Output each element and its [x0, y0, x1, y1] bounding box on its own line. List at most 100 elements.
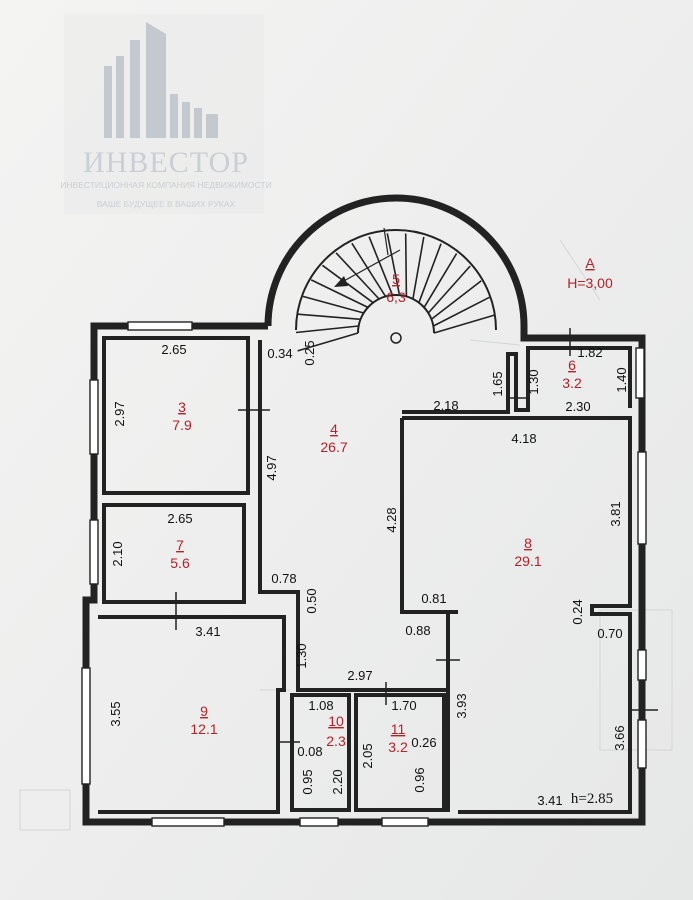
wall-room-6: [402, 346, 632, 414]
dim-room9-height: 3.55: [108, 701, 123, 726]
stair-outer-edge: [295, 229, 497, 331]
room-10-area: 2.3: [326, 733, 346, 749]
room-5-area: 6,3: [386, 289, 406, 305]
wall-room-8-right: [402, 416, 632, 814]
wall-room-11: [354, 693, 446, 812]
room-8-area: 29.1: [514, 553, 541, 569]
stair-outer-wall: [264, 194, 528, 327]
stair-tread: [321, 264, 374, 304]
exterior-walls: [82, 322, 646, 826]
wall-hall-left: [258, 340, 446, 692]
dim-366: 3.66: [612, 725, 627, 750]
watermark-logo: ИНВЕСТОР ИНВЕСТИЦИОННАЯ КОМПАНИЯ НЕДВИЖИ…: [60, 14, 272, 214]
dim-341-room8: 3.41: [537, 793, 562, 808]
stair-tread: [368, 236, 394, 296]
watermark-title: ИНВЕСТОР: [83, 146, 249, 179]
stair-tread: [418, 243, 442, 303]
dimension-labels: 2.65 2.97 2.65 2.10 3.41 3.55 0.34 0.25 …: [108, 340, 629, 808]
dim-room3-width: 2.65: [161, 342, 186, 357]
stair-arrow-icon: [334, 276, 348, 287]
dim-095: 0.95: [300, 769, 315, 794]
dim-170: 1.70: [391, 698, 416, 713]
room-11-area: 3.2: [388, 739, 408, 755]
room-9-area: 12.1: [190, 721, 217, 737]
dim-220: 2.20: [330, 769, 345, 794]
interior-walls: [98, 336, 632, 814]
stair-tread: [335, 252, 380, 300]
watermark-subtitle: ИНВЕСТИЦИОННАЯ КОМПАНИЯ НЕДВИЖИМОСТИ: [60, 180, 271, 190]
staircase: [264, 194, 528, 352]
stair-tread: [295, 325, 359, 334]
dim-025: 0.25: [302, 340, 317, 365]
dim-428: 4.28: [384, 507, 399, 532]
stair-inner-edge: [357, 294, 435, 334]
watermark-slogan: ВАШЕ БУДУЩЕЕ В ВАШИХ РУКАХ: [97, 199, 236, 209]
stair-tread: [412, 236, 425, 300]
dim-081: 0.81: [421, 591, 446, 606]
room-9-number: 9: [200, 703, 208, 719]
stair-tread: [423, 253, 458, 308]
windows: [81, 321, 647, 827]
wall-room-10: [290, 693, 351, 812]
room-3-area: 7.9: [172, 417, 192, 433]
wall-room-8-left: [400, 418, 458, 614]
watermark-buildings-icon: [104, 22, 218, 138]
dim-108: 1.08: [308, 698, 333, 713]
stair-tread: [310, 279, 369, 309]
stair-tread: [302, 295, 364, 314]
stair-tread: [386, 233, 401, 296]
dim-140: 1.40: [614, 367, 629, 392]
dim-393: 3.93: [454, 693, 469, 718]
stair-tread: [297, 332, 359, 352]
stair-tread: [297, 313, 361, 321]
dim-205: 2.05: [360, 743, 375, 768]
dim-room3-height: 2.97: [112, 401, 127, 426]
dim-050: 0.50: [304, 588, 319, 613]
stair-tread: [433, 314, 495, 334]
room-6-number: 6: [568, 357, 576, 373]
dim-297: 2.97: [347, 668, 372, 683]
dim-room9-width: 3.41: [195, 624, 220, 639]
room-10-number: 10: [328, 713, 344, 729]
stair-post: [390, 332, 402, 344]
room-3-number: 3: [178, 399, 186, 415]
dim-182: 1.82: [577, 345, 602, 360]
stair-tread: [404, 233, 408, 297]
wall-room-9: [98, 615, 286, 814]
room-7-area: 5.6: [170, 555, 190, 571]
dim-008: 0.08: [297, 744, 322, 759]
dim-room7-height: 2.10: [110, 541, 125, 566]
dim-034: 0.34: [267, 346, 292, 361]
dim-130-hall: 1.30: [294, 643, 309, 668]
stair-tread: [430, 280, 482, 320]
stair-tread: [427, 265, 471, 314]
stair-treads: [295, 233, 495, 352]
room-4-number: 4: [330, 421, 338, 437]
section-height: Н=3,00: [567, 275, 613, 291]
dim-096: 0.96: [412, 767, 427, 792]
dim-026: 0.26: [411, 735, 436, 750]
room-11-number: 11: [391, 721, 406, 737]
dim-218: 2.18: [433, 398, 458, 413]
ceiling-height-label: h=2.85: [571, 791, 613, 807]
dim-130-room6: 1.30: [526, 369, 541, 394]
dim-078: 0.78: [271, 571, 296, 586]
dim-230: 2.30: [565, 399, 590, 414]
dim-497: 4.97: [264, 455, 279, 480]
dim-418: 4.18: [511, 431, 536, 446]
room-5-number: 5: [392, 271, 400, 287]
room-labels: 3 7.9 4 26.7 5 6,3 6 3.2 7 5.6 8 29.1 9 …: [170, 271, 582, 755]
dim-024: 0.24: [570, 599, 585, 624]
stair-tread: [433, 296, 490, 327]
section-letter: А: [585, 255, 595, 271]
dim-088: 0.88: [405, 623, 430, 638]
dim-381: 3.81: [608, 501, 623, 526]
wall-room-7: [102, 503, 246, 604]
dim-room7-width: 2.65: [167, 511, 192, 526]
dim-070: 0.70: [597, 626, 622, 641]
room-4-area: 26.7: [320, 439, 347, 455]
background-ghost-lines: [19, 239, 673, 831]
room-6-area: 3.2: [562, 375, 582, 391]
room-8-number: 8: [524, 535, 532, 551]
